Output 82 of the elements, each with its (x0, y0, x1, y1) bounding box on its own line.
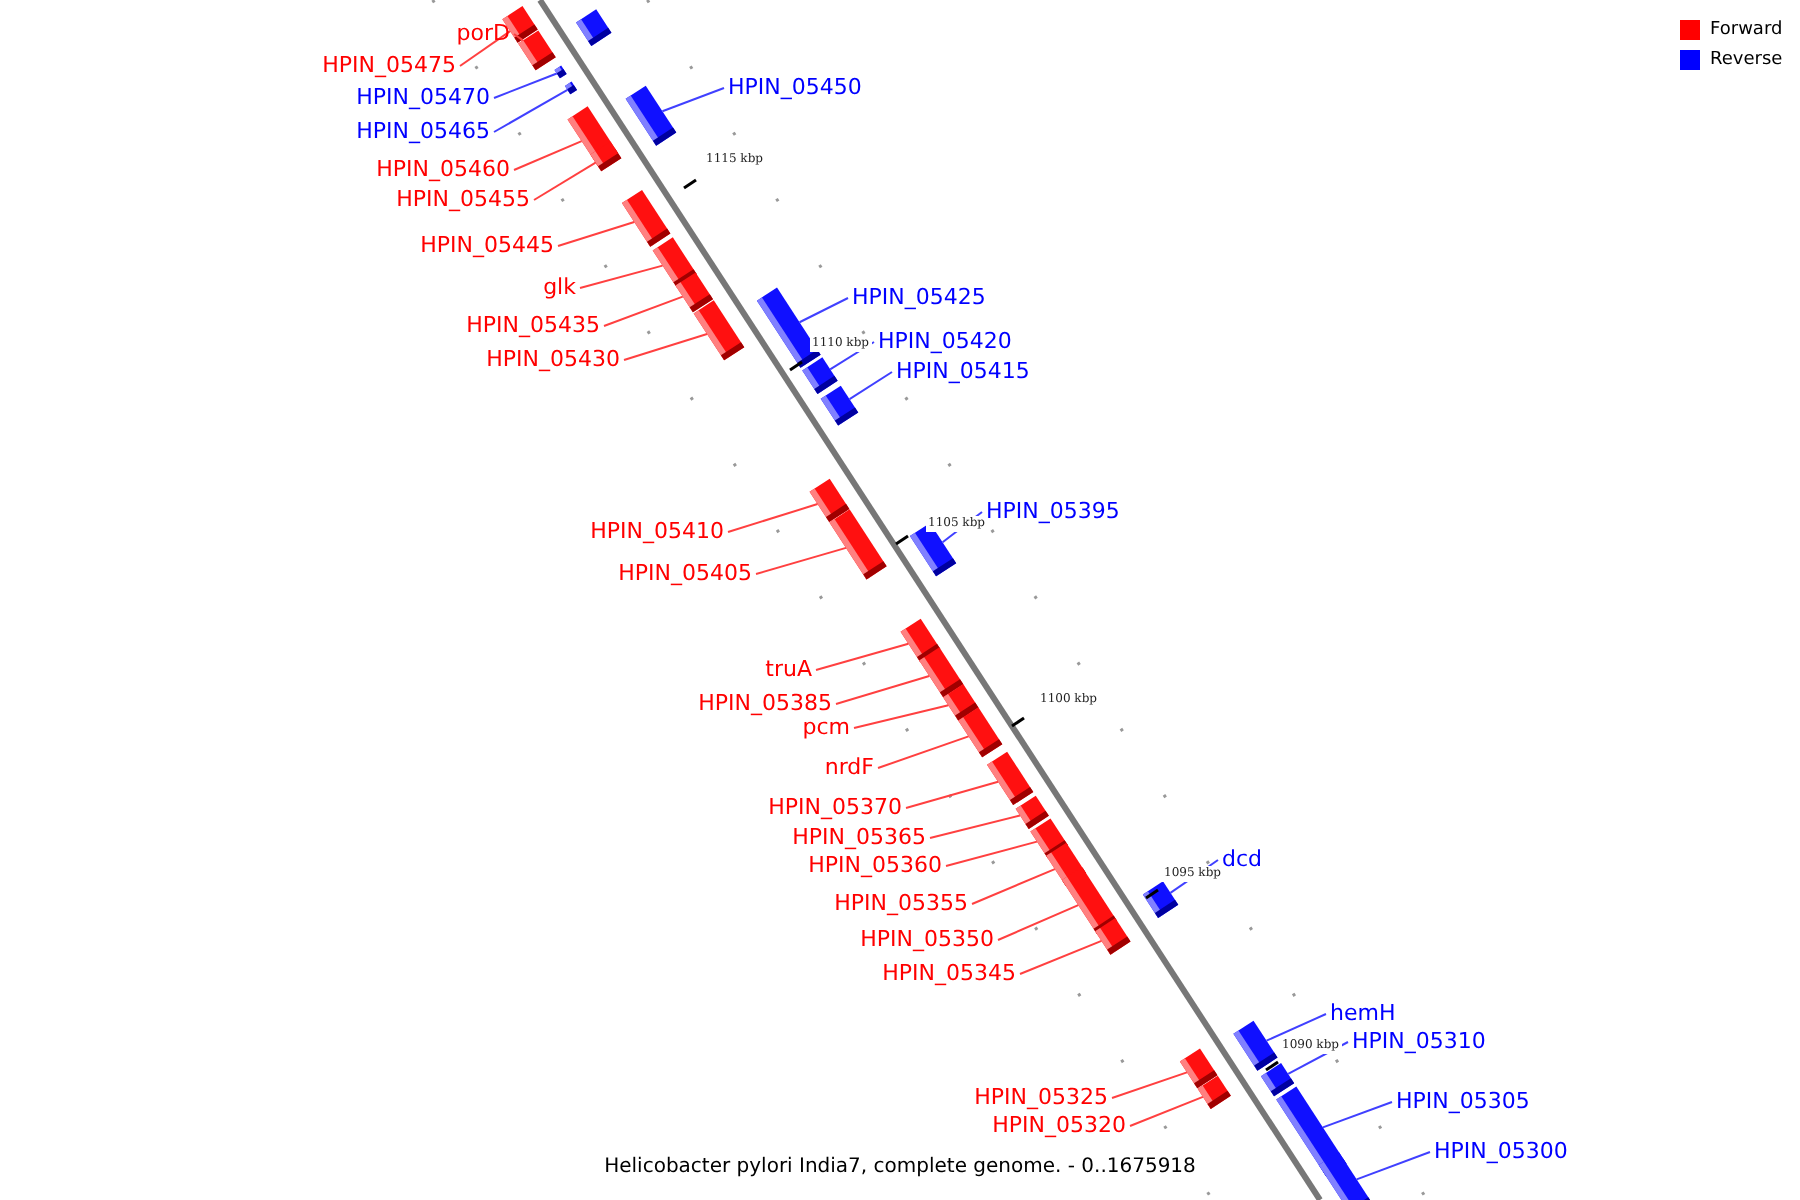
gene-label: HPIN_05430 (486, 346, 620, 374)
gene-label: HPIN_05395 (986, 498, 1120, 526)
leader-line (945, 840, 1038, 867)
gene-block (1142, 881, 1179, 918)
leader-line (905, 780, 1000, 809)
gene-label: HPIN_05405 (618, 560, 752, 588)
gene-block (693, 300, 745, 361)
leader-line (1019, 939, 1103, 975)
gene-label: HPIN_05360 (808, 852, 942, 880)
leader-line (1111, 1071, 1188, 1099)
leader-line (493, 89, 569, 133)
gene-label: HPIN_05320 (992, 1112, 1126, 1140)
legend-label: Forward (1710, 18, 1783, 44)
leader-line (971, 868, 1056, 905)
gene-block (987, 751, 1034, 805)
leader-line (1265, 1013, 1327, 1042)
gene-label: HPIN_05415 (896, 358, 1030, 386)
gene-block (1095, 918, 1131, 955)
gene-block (590, 141, 622, 172)
gene-label: HPIN_05370 (768, 794, 902, 822)
gene-label: HPIN_05365 (792, 824, 926, 852)
gene-label: dcd (1222, 846, 1263, 874)
leader-line (815, 642, 910, 671)
gene-block (1015, 795, 1049, 829)
leader-line (798, 297, 849, 324)
gene-block (809, 478, 850, 522)
gene-label: HPIN_05385 (698, 690, 832, 718)
leader-line (557, 221, 636, 247)
gene-block (554, 65, 567, 79)
gene-label: HPIN_05435 (466, 312, 600, 340)
gene-label: HPIN_05420 (878, 328, 1012, 356)
gene-label: hemH (1330, 1000, 1396, 1028)
leader-line (623, 333, 709, 361)
gene-label: HPIN_05305 (1396, 1088, 1530, 1116)
gene-label: HPIN_05460 (376, 156, 510, 184)
gene-block (958, 707, 1003, 758)
leader-line (1129, 1095, 1204, 1127)
leader-line (513, 33, 524, 42)
gene-label: porD (456, 20, 510, 48)
gene-label: glk (543, 274, 576, 302)
gene-label: HPIN_05425 (852, 284, 986, 312)
gene-label: HPIN_05350 (860, 926, 994, 954)
gene-label: truA (765, 656, 812, 684)
leader-line (727, 503, 819, 533)
gene-label: HPIN_05455 (396, 186, 530, 214)
leader-line (1321, 1101, 1393, 1129)
gene-label: HPIN_05410 (590, 518, 724, 546)
gene-label: HPIN_05450 (728, 74, 862, 102)
leader-line (533, 161, 597, 201)
leader-line (1355, 1151, 1431, 1181)
leader-line (877, 735, 970, 769)
leader-line (835, 674, 931, 705)
leader-line (661, 87, 725, 113)
leader-line (848, 371, 893, 401)
gene-block (1260, 1063, 1295, 1097)
gene-block (1233, 1020, 1278, 1071)
leader-line (513, 140, 583, 171)
leader-line (997, 904, 1080, 941)
leader-line (459, 30, 512, 67)
gene-block (564, 81, 578, 95)
caption: Helicobacter pylori India7, complete genome. - 0..1675918 (604, 1156, 1196, 1178)
gene-label: HPIN_05325 (974, 1084, 1108, 1112)
gene-label: HPIN_05345 (882, 960, 1016, 988)
gene-block (1197, 1075, 1231, 1109)
gene-label: HPIN_05355 (834, 890, 968, 918)
gene-block (802, 357, 838, 394)
gene-label: HPIN_05310 (1352, 1028, 1486, 1056)
gene-label: pcm (802, 714, 850, 742)
leader-line (853, 704, 950, 729)
leader-line (603, 295, 684, 327)
gene-label: HPIN_05475 (322, 52, 456, 80)
gene-block (820, 385, 859, 426)
gene-label: nrdF (824, 754, 874, 782)
leader-line (493, 72, 558, 99)
gene-label: HPIN_05445 (420, 232, 554, 260)
gene-label: HPIN_05465 (356, 118, 490, 146)
legend-label: Reverse (1710, 48, 1783, 74)
gene-label: HPIN_05470 (356, 84, 490, 112)
leader-line (755, 546, 847, 575)
leader-line (579, 264, 664, 289)
leader-line (929, 814, 1021, 839)
gene-label: HPIN_05300 (1434, 1138, 1568, 1166)
